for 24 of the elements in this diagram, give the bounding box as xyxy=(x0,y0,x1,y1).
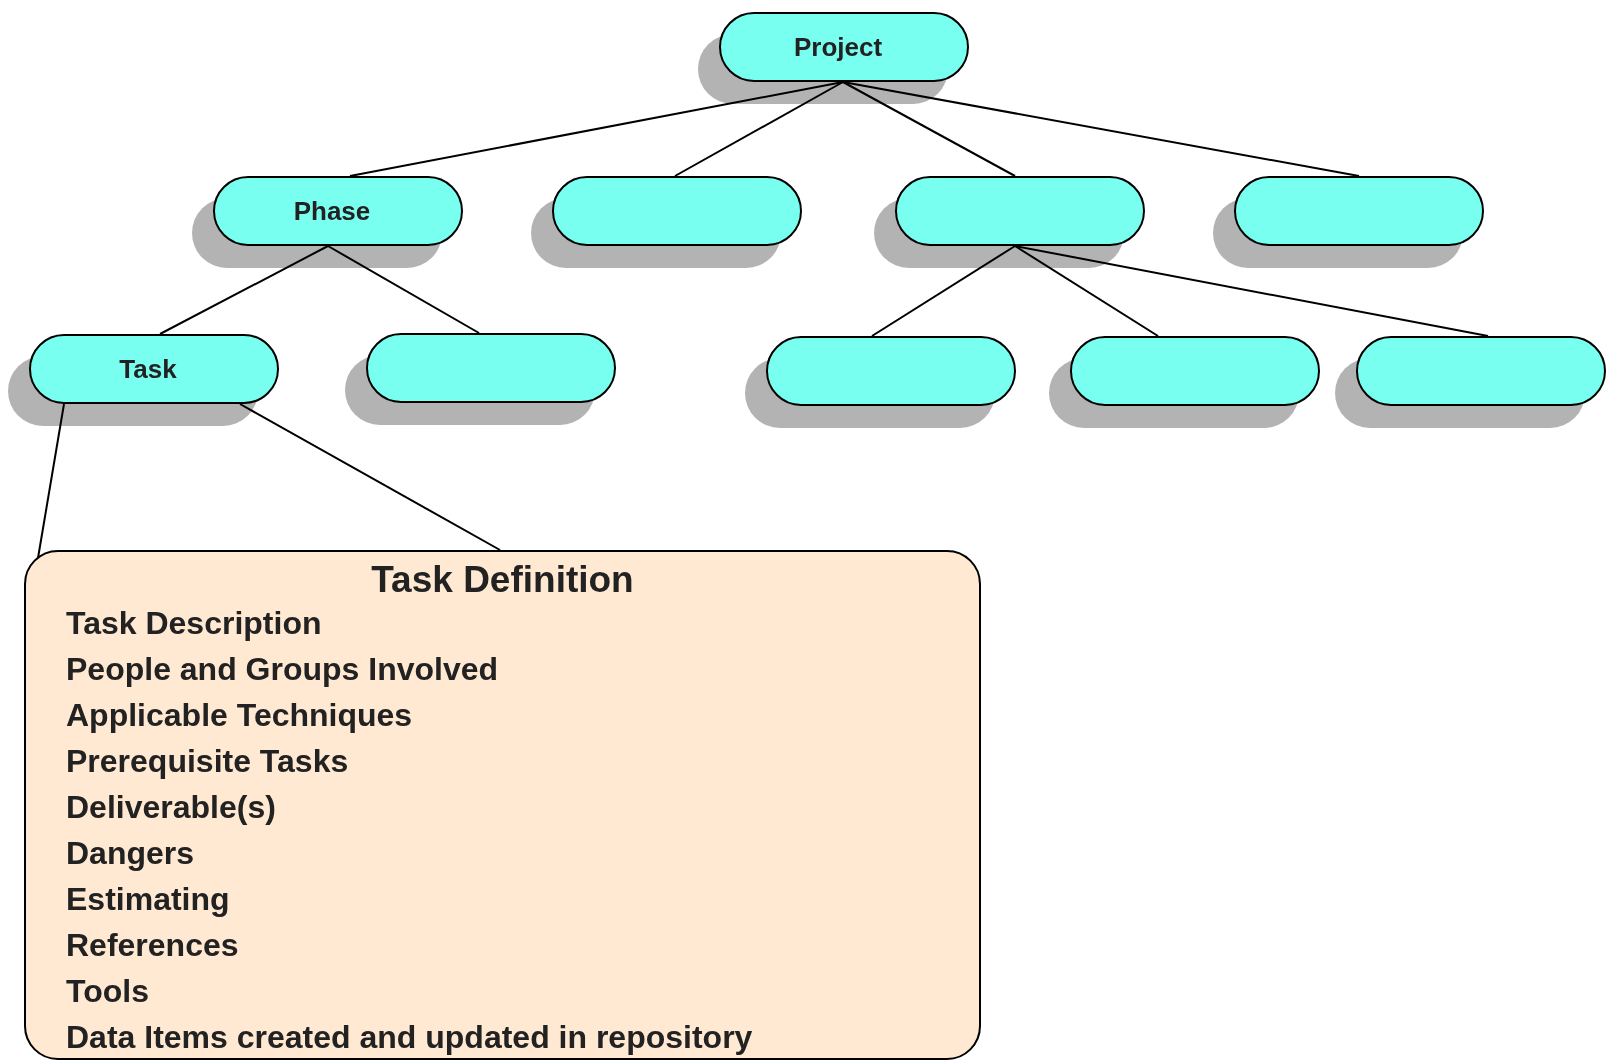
connector-line xyxy=(239,403,501,551)
node-label: Project xyxy=(793,30,883,64)
list-item: Dangers xyxy=(66,834,195,873)
connector-line xyxy=(1014,245,1159,337)
list-item: References xyxy=(66,926,239,965)
connector-line xyxy=(871,245,1016,337)
connector-line xyxy=(842,81,1016,177)
list-item: Estimating xyxy=(66,880,230,919)
list-item: Data Items created and updated in repository xyxy=(66,1018,753,1057)
panel-title: Task Definition xyxy=(371,560,634,600)
connector-line xyxy=(327,245,480,334)
list-item: Prerequisite Tasks xyxy=(66,742,349,781)
list-item: Deliverable(s) xyxy=(66,788,276,827)
node-label: Phase xyxy=(293,194,371,228)
list-item: Applicable Techniques xyxy=(66,696,413,735)
connector-line xyxy=(1014,245,1489,337)
connector-line xyxy=(159,245,329,335)
definition-panel xyxy=(24,550,981,1060)
node-label: Task xyxy=(119,352,177,386)
list-item: People and Groups Involved xyxy=(66,650,499,689)
list-item: Task Description xyxy=(66,604,322,643)
connector-line xyxy=(674,81,844,177)
connector-line xyxy=(842,81,1360,177)
list-item: Tools xyxy=(66,972,149,1011)
